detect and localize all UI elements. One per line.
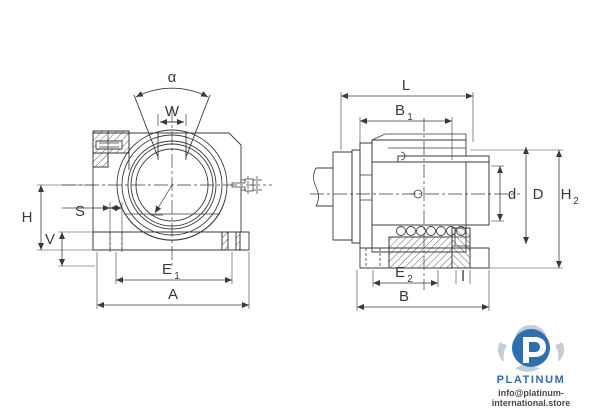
dim-label-A: A: [168, 286, 178, 303]
dim-label-d: d: [508, 186, 516, 203]
side-view-geometry: [310, 118, 520, 290]
dim-label-L: L: [402, 77, 410, 94]
front-view-dimensions: [37, 184, 250, 309]
dim-label-B: B: [399, 288, 409, 305]
svg-text:2: 2: [573, 196, 579, 207]
dim-label-H: H: [22, 209, 33, 226]
angle-leg-left: [133, 94, 159, 158]
outer-race-top: [397, 155, 490, 163]
dim-label-W: W: [165, 103, 180, 120]
angle-leg-right: [185, 94, 211, 158]
dim-label-S: S: [75, 203, 85, 220]
svg-text:E: E: [162, 261, 172, 278]
svg-text:1: 1: [407, 112, 413, 123]
shaft-body: [372, 161, 490, 226]
svg-text:2: 2: [407, 274, 413, 285]
housing-outline: [92, 132, 242, 233]
ball-bearing-row: [396, 226, 466, 236]
svg-text:1: 1: [174, 271, 180, 282]
dim-label-V: V: [45, 231, 55, 248]
dim-label-D: D: [533, 186, 544, 203]
svg-text:B: B: [395, 102, 405, 119]
side-foot-bolt-hidden: [365, 248, 381, 268]
set-screw: [95, 140, 123, 150]
svg-text:E: E: [395, 264, 405, 281]
dim-label-E2: E 2: [395, 264, 413, 285]
top-slot-walls: [157, 133, 187, 160]
front-view-geometry: [62, 87, 272, 268]
dim-label-B1: B 1: [395, 102, 413, 123]
foot-bolt-hidden-left: [109, 232, 123, 250]
side-view-dimensions: [340, 92, 563, 311]
svg-text:H: H: [561, 186, 572, 203]
dim-label-E1: E 1: [162, 261, 180, 282]
locking-collar: [332, 151, 353, 241]
inner-ring-extension: [359, 142, 373, 249]
shaft-break: [313, 167, 319, 207]
dim-label-l: l: [461, 268, 464, 285]
dim-label-H2: H 2: [561, 186, 580, 207]
dim-label-alpha: α: [168, 69, 177, 86]
angle-arc: [135, 87, 209, 98]
